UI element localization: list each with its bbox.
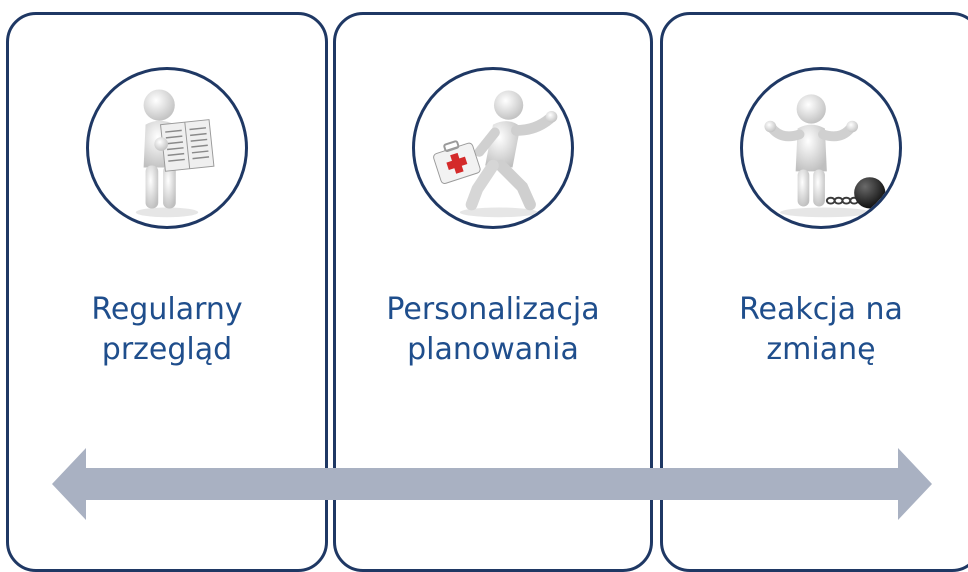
- person-reading-newspaper-icon: [135, 89, 215, 218]
- card-reaction-to-change: Reakcja na zmianę: [660, 12, 968, 572]
- circle-frame: [412, 67, 574, 229]
- card-label-line-1: Personalizacja: [386, 292, 600, 327]
- circle-frame: [86, 67, 248, 229]
- person-running-with-first-aid-kit-icon: [433, 90, 558, 218]
- person-with-ball-and-chain-icon: [764, 94, 886, 218]
- card-label-line-1: Reakcja na: [739, 292, 903, 327]
- circle-frame: [740, 67, 902, 229]
- card-label-line-2: planowania: [407, 332, 579, 367]
- card-personalized-planning: Personalizacja planowania: [333, 12, 653, 572]
- card-label-line-1: Regularny: [91, 292, 243, 327]
- card-label: Regularny przegląd: [19, 290, 315, 370]
- card-label: Personalizacja planowania: [346, 290, 640, 370]
- card-regular-review: Regularny przegląd: [6, 12, 328, 572]
- card-label-line-2: zmianę: [766, 332, 876, 367]
- card-label-line-2: przegląd: [101, 332, 233, 367]
- card-label: Reakcja na zmianę: [673, 290, 968, 370]
